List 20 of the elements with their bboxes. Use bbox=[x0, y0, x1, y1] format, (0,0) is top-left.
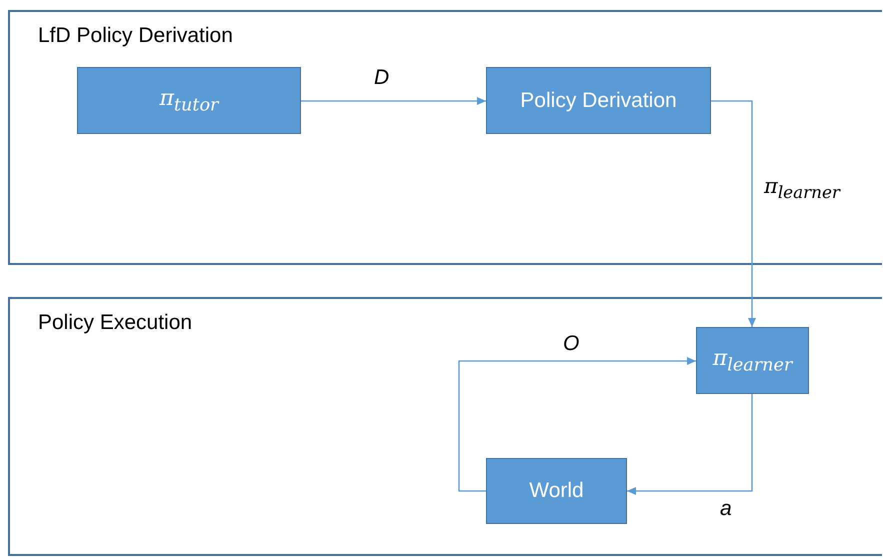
arrow bbox=[627, 394, 753, 495]
box-label: π$_{tutor}$ bbox=[160, 86, 218, 116]
section-panel bbox=[8, 297, 882, 556]
edge-label: π$_{learner}$ bbox=[764, 174, 840, 202]
process-box bbox=[486, 458, 627, 524]
box-label: Policy Derivation bbox=[520, 88, 677, 112]
edge-label: O bbox=[563, 332, 580, 356]
arrow bbox=[711, 100, 756, 327]
box-label: π$_{learner}$ bbox=[712, 346, 792, 376]
edge-label: a bbox=[720, 497, 732, 521]
process-box bbox=[696, 327, 809, 394]
process-box bbox=[486, 67, 711, 134]
panel-title: LfD Policy Derivation bbox=[38, 24, 233, 48]
arrow bbox=[458, 357, 696, 492]
box-label: World bbox=[529, 479, 584, 503]
section-panel bbox=[8, 10, 882, 265]
process-box bbox=[77, 67, 301, 134]
panel-title: Policy Execution bbox=[38, 311, 192, 335]
edge-label: D bbox=[374, 66, 390, 90]
arrow bbox=[301, 97, 486, 105]
